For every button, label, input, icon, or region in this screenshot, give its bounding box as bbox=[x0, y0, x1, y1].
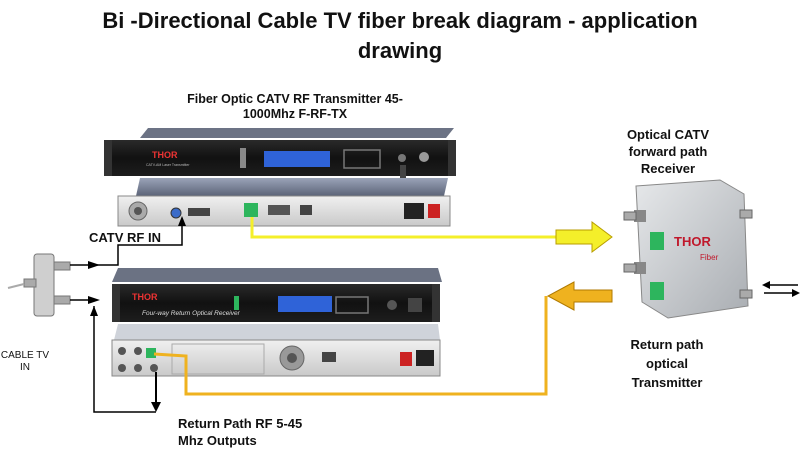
rf-output-arrow bbox=[151, 402, 161, 412]
receiver-lcd bbox=[278, 296, 332, 312]
node-fiber-connector-2 bbox=[650, 282, 664, 300]
return-fiber-path bbox=[153, 296, 548, 396]
return-transmitter-label: Return path optical Transmitter bbox=[630, 337, 704, 390]
transmitter-lcd bbox=[264, 151, 330, 167]
catv-rf-in-label: CATV RF IN bbox=[89, 230, 161, 245]
key-switch bbox=[398, 154, 406, 162]
forward-arrow bbox=[555, 221, 613, 253]
node-fiber-connector-1 bbox=[650, 232, 664, 250]
return-optical-receiver: THOR Four-way Return Optical Receiver bbox=[111, 268, 442, 377]
optical-node: THOR Fiber bbox=[623, 179, 753, 319]
return-rf-wire bbox=[93, 306, 156, 413]
bidirectional-arrows-icon bbox=[762, 281, 800, 297]
forward-fiber-path bbox=[250, 217, 590, 239]
power-switch bbox=[428, 204, 440, 218]
rf-transmitter: THOR CATV-AM Laser Transmitter bbox=[104, 128, 456, 227]
splitter-body bbox=[33, 253, 55, 317]
receiver-power-socket bbox=[416, 350, 434, 366]
rf-out-port-1 bbox=[118, 364, 126, 372]
node-brand-sub: Fiber bbox=[700, 253, 719, 262]
transmitter-body bbox=[136, 178, 448, 196]
transmitter-model: CATV-AM Laser Transmitter bbox=[146, 163, 190, 167]
receiver-model: Four-way Return Optical Receiver bbox=[142, 310, 241, 317]
key-icon bbox=[400, 165, 406, 179]
receiver-top bbox=[112, 268, 442, 282]
fiber-in-connector bbox=[146, 348, 156, 358]
rf-out-port-2 bbox=[134, 364, 142, 372]
receiver-rear-panel bbox=[111, 339, 441, 377]
rf-in-arrow bbox=[88, 261, 100, 269]
rf-in-port bbox=[170, 207, 182, 219]
forward-receiver-label: Optical CATV forward path Receiver bbox=[626, 127, 710, 176]
receiver-power-switch bbox=[400, 352, 412, 366]
receiver-brand: THOR bbox=[132, 292, 158, 302]
fiber-out-connector bbox=[244, 203, 258, 217]
page-title: Bi -Directional Cable TV fiber break dia… bbox=[102, 8, 698, 63]
power-socket bbox=[404, 203, 424, 219]
led-column bbox=[240, 148, 246, 168]
db9-port bbox=[268, 205, 290, 215]
cable-tv-in-label: CABLE TV IN bbox=[0, 350, 50, 373]
return-arrow bbox=[546, 281, 613, 311]
node-brand: THOR bbox=[674, 234, 711, 249]
return-outputs-label: Return Path RF 5-45 Mhz Outputs bbox=[178, 416, 303, 448]
receiver-front-panel bbox=[112, 284, 440, 322]
transmitter-top bbox=[140, 128, 454, 138]
transmitter-brand: THOR bbox=[152, 150, 178, 160]
rf-out-port-3 bbox=[150, 364, 158, 372]
catv-rf-in-wire bbox=[70, 222, 183, 266]
rf-splitter bbox=[7, 253, 71, 317]
transmitter-label: Fiber Optic CATV RF Transmitter 45- 1000… bbox=[187, 92, 403, 121]
